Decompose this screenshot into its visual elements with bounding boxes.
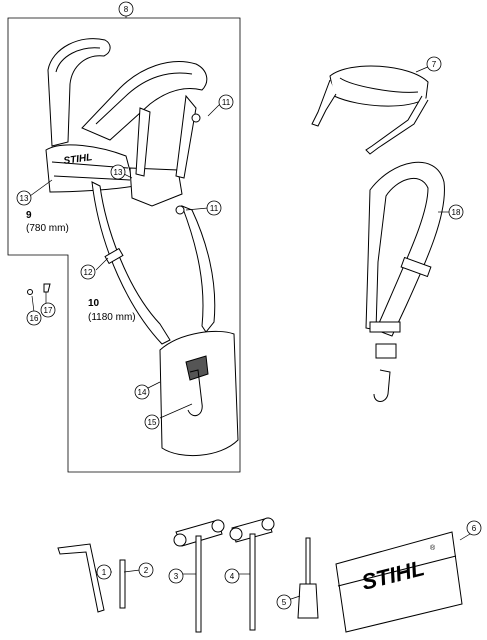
callout-15: 15 [144, 414, 160, 430]
leader-lines [29, 16, 471, 601]
callout-8: 8 [118, 1, 134, 17]
callout-17-label: 17 [44, 306, 53, 315]
callout-11b-label: 11 [210, 204, 219, 213]
carrying-strap-illustration [365, 161, 445, 402]
callout-3: 3 [168, 568, 184, 584]
harness-illustration [27, 38, 239, 457]
callout-13b-label: 13 [114, 168, 123, 177]
callout-markers: 8 7 11 13 13 11 12 14 15 18 16 17 1 2 3 … [16, 1, 482, 610]
callout-7: 7 [426, 56, 442, 72]
callout-15-label: 15 [148, 418, 157, 427]
callout-13b: 13 [110, 164, 126, 180]
callout-6: 6 [466, 520, 482, 536]
callout-2: 2 [138, 562, 154, 578]
callout-13a: 13 [16, 190, 32, 206]
callout-13a-label: 13 [20, 194, 29, 203]
safety-glasses-illustration [311, 65, 429, 155]
callout-7-label: 7 [432, 60, 437, 69]
callout-18: 18 [448, 204, 464, 220]
callout-4: 4 [224, 568, 240, 584]
callout-11b: 11 [206, 200, 222, 216]
callout-2-label: 2 [144, 566, 149, 575]
callout-8-label: 8 [124, 5, 129, 14]
tools-illustration [57, 517, 463, 633]
strap-number: 10 [88, 298, 100, 309]
callout-14: 14 [134, 384, 150, 400]
harness-logo: STIHL [63, 152, 93, 167]
callout-12-label: 12 [84, 268, 93, 277]
callout-6-label: 6 [472, 524, 477, 533]
harness-number: 9 [26, 210, 32, 221]
pouch-trademark: ® [430, 544, 436, 552]
callout-4-label: 4 [230, 572, 235, 581]
callout-5: 5 [276, 594, 292, 610]
callout-11a-label: 11 [222, 98, 231, 107]
callout-1-label: 1 [102, 568, 107, 577]
callout-18-label: 18 [452, 208, 461, 217]
callout-3-label: 3 [174, 572, 179, 581]
callout-1: 1 [96, 564, 112, 580]
callout-16: 16 [26, 310, 42, 326]
callout-5-label: 5 [282, 598, 287, 607]
harness-group-frame [7, 17, 241, 473]
callout-16-label: 16 [30, 314, 39, 323]
strap-length: (1180 mm) [88, 312, 136, 323]
callout-14-label: 14 [138, 388, 147, 397]
callout-11a: 11 [218, 94, 234, 110]
harness-length: (780 mm) [26, 223, 69, 234]
callout-17: 17 [40, 302, 56, 318]
callout-12: 12 [80, 264, 96, 280]
